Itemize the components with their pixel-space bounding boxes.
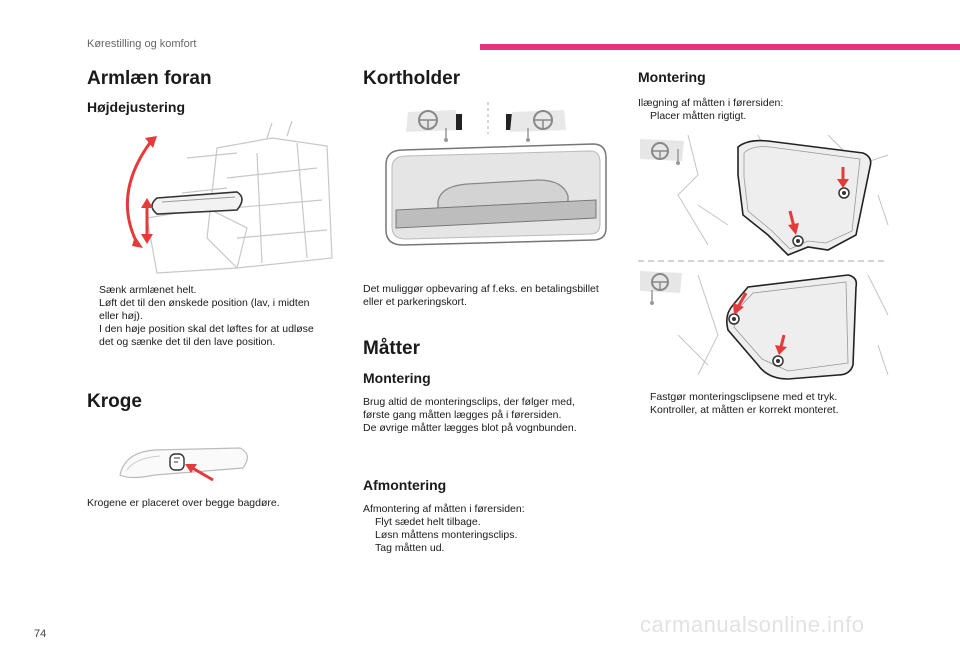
mats-mounting-title: Montering (363, 370, 431, 386)
cardholder-illustration (385, 102, 607, 246)
hook-illustration (119, 447, 248, 482)
clip-icon (728, 313, 740, 325)
arrow-icon (733, 303, 744, 315)
list-item: Flyt sædet helt tilbage. (363, 516, 613, 529)
clip-icon (772, 355, 784, 367)
section-header: Kørestilling og komfort (87, 38, 197, 50)
list-item: Sænk armlænet helt. (87, 284, 327, 297)
bullet-marker (638, 391, 650, 404)
mats-removal-text: Afmontering af måtten i førersiden: Flyt… (363, 503, 613, 555)
steering-wheel-icon (640, 271, 682, 305)
watermark: carmanualsonline.info (640, 612, 865, 637)
hooks-title: Kroge (87, 391, 142, 412)
arrow-icon (788, 223, 799, 235)
page-number: 74 (34, 628, 47, 640)
armrest-bullets: Sænk armlænet helt. Løft det til den øns… (87, 284, 327, 349)
steering-wheel-icon (506, 110, 566, 142)
cardholder-title: Kortholder (363, 68, 461, 89)
section-accent-bar (480, 44, 960, 50)
arrow-icon (837, 179, 849, 188)
armrest-illustration (87, 118, 337, 278)
mats-removal-title: Afmontering (363, 477, 447, 493)
bullet-marker (638, 404, 650, 417)
bullet-marker (363, 529, 375, 542)
list-item: Kontroller, at måtten er korrekt montere… (638, 404, 898, 417)
clip-icon (792, 235, 804, 247)
clip-icon (838, 187, 850, 199)
mats-mounting-text: Brug altid de monteringsclips, der følge… (363, 396, 577, 434)
bullet-marker (87, 284, 99, 297)
mats-title: Måtter (363, 338, 421, 359)
floor-mat-illustration (638, 134, 889, 385)
list-item: I den høje position skal det løftes for … (87, 323, 327, 349)
bullet-marker (87, 297, 99, 323)
list-item: Løsn måttens monteringsclips. (363, 529, 613, 542)
bullet-marker (363, 516, 375, 529)
list-item: Tag måtten ud. (363, 542, 613, 555)
bullet-marker (363, 542, 375, 555)
bullet-marker (638, 110, 650, 123)
mounting-intro: Ilægning af måtten i førersiden: Placer … (638, 97, 888, 123)
armrest-subtitle: Højdejustering (87, 99, 186, 115)
arrow-icon (185, 464, 197, 473)
list-item: Løft det til den ønskede position (lav, … (87, 297, 327, 323)
steering-wheel-icon (640, 139, 684, 165)
hooks-text: Krogene er placeret over begge bagdøre. (87, 497, 280, 509)
list-item: Fastgør monteringsclipsene med et tryk. (638, 391, 898, 404)
list-item: Placer måtten rigtigt. (638, 110, 888, 123)
armrest-title: Armlæn foran (87, 68, 212, 89)
mounting-bullets: Fastgør monteringsclipsene med et tryk. … (638, 391, 898, 417)
bullet-marker (87, 323, 99, 349)
mounting-title: Montering (638, 69, 706, 85)
cardholder-text: Det muliggør opbevaring af f.eks. en bet… (363, 283, 599, 308)
steering-wheel-icon (406, 110, 462, 142)
arrow-icon (775, 345, 787, 355)
